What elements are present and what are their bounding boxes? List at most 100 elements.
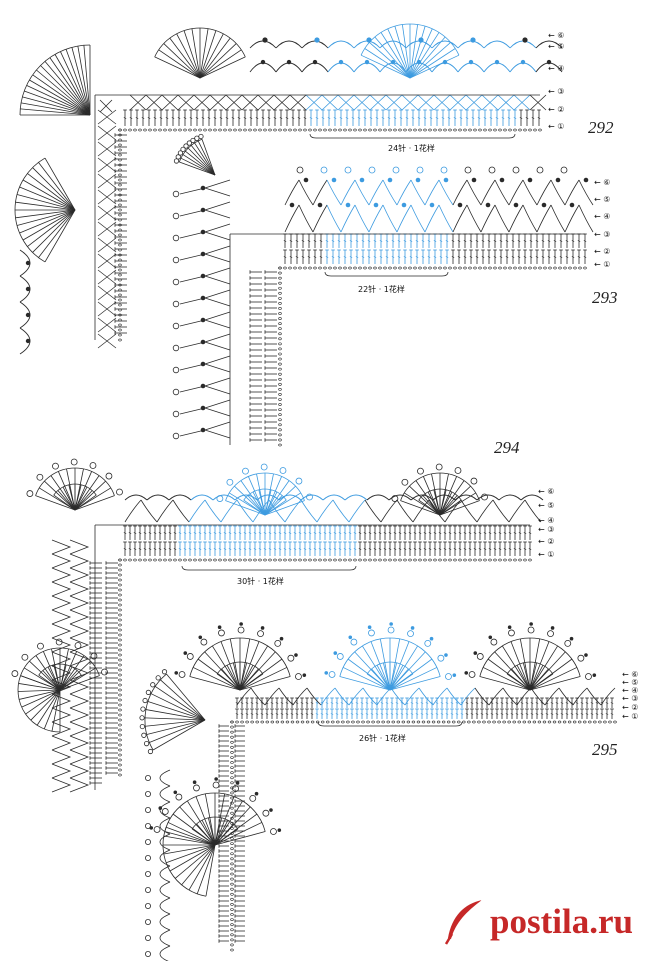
stitch-line [525, 713, 529, 715]
chain-ring [226, 478, 234, 486]
stitch-line [395, 713, 399, 715]
chain-stitch [230, 913, 234, 916]
lattice-arc [51, 749, 72, 765]
stitch-line [249, 116, 253, 120]
chain-stitch [230, 887, 234, 891]
stitch-line [516, 664, 531, 691]
picot-dot [527, 177, 533, 183]
lattice-arc [312, 179, 328, 206]
stitch-line [455, 713, 459, 715]
stitch-line [448, 548, 452, 550]
stitch-line [74, 484, 82, 511]
chain-stitch [331, 720, 335, 724]
stitch-line [435, 116, 439, 120]
picot-dot [345, 202, 351, 208]
chain-stitch [453, 558, 457, 562]
stitch-line [365, 713, 369, 715]
stitch-line [214, 793, 226, 846]
chain-stitch [338, 266, 342, 270]
stitch-line [328, 532, 332, 534]
chain-ring [368, 166, 376, 174]
stitch-line [123, 548, 127, 550]
chain-stitch [578, 720, 582, 724]
stitch-line [238, 548, 242, 550]
chain-stitch [188, 558, 192, 562]
chain-stitch [280, 720, 285, 724]
lattice-arc [284, 204, 300, 233]
chain-stitch [547, 720, 552, 724]
chain-ring [172, 410, 180, 418]
chain-stitch [436, 720, 441, 724]
chain-ring [144, 935, 151, 942]
chain-ring [242, 467, 249, 475]
stitch-line [600, 713, 604, 715]
lattice-arc [362, 687, 378, 706]
stitch-line [529, 664, 544, 691]
chain-stitch [503, 266, 507, 270]
picot-dot [260, 59, 266, 65]
chain-stitch [295, 720, 300, 724]
chain-stitch [438, 266, 442, 270]
chain-stitch [118, 558, 122, 562]
pattern-number-292: 292 [588, 118, 614, 137]
stitch-line [490, 713, 494, 715]
lattice-arc [69, 567, 90, 583]
chain-stitch [123, 128, 127, 132]
chain-stitch [128, 128, 132, 132]
stitch-line [433, 240, 437, 242]
stitch-line [247, 495, 266, 516]
stitch-line [289, 256, 293, 258]
lattice-arc [69, 637, 90, 653]
lattice-arc [51, 595, 72, 611]
stitch-line [97, 109, 117, 125]
stitch-line [479, 676, 531, 691]
chain-stitch [118, 613, 122, 617]
chain-ring [424, 639, 432, 647]
picot-dot [25, 286, 31, 292]
stitch-line [357, 116, 361, 120]
chain-ring [437, 654, 445, 662]
chain-stitch [386, 720, 390, 724]
chain-stitch [230, 862, 234, 866]
stitch-line [185, 150, 216, 176]
stitch-line [477, 116, 481, 120]
chain-ring [172, 278, 180, 286]
stitch-line [529, 641, 550, 691]
stitch-line [421, 240, 425, 242]
chain-stitch [230, 903, 234, 906]
stitch-line [243, 548, 247, 550]
stitch-line [278, 532, 282, 534]
chain-stitch [542, 720, 547, 724]
stitch-line [268, 532, 272, 534]
chain-stitch [118, 303, 122, 307]
stitch-line [178, 532, 182, 534]
scallop-arc [275, 40, 303, 49]
chain-stitch [441, 720, 446, 724]
chain-stitch [188, 128, 192, 132]
chain-stitch [278, 271, 282, 275]
stitch-line [59, 675, 100, 691]
chain-stitch [603, 720, 607, 724]
chain-arc [179, 253, 206, 261]
row-marker: ← ⑤ [622, 678, 639, 687]
stitch-line [422, 476, 441, 516]
chain-ring [336, 653, 344, 660]
chain-stitch [158, 128, 162, 132]
picot-dot [214, 777, 218, 781]
chain-stitch [438, 558, 442, 562]
chain-ring [172, 366, 180, 374]
picot-dot [200, 427, 206, 433]
stitch-line [478, 548, 482, 550]
stitch-line [519, 116, 523, 120]
scallop-arc [366, 494, 390, 501]
stitch-line [24, 90, 91, 116]
chain-stitch [562, 720, 567, 724]
chain-ring [212, 781, 220, 789]
row-marker: ← ⑥ [622, 670, 639, 679]
stitch-line [605, 713, 609, 715]
stitch-line [409, 32, 440, 79]
stitch-line [337, 240, 341, 242]
stitch-line [355, 702, 359, 704]
stitch-line [418, 532, 422, 534]
stitch-line [441, 116, 445, 120]
